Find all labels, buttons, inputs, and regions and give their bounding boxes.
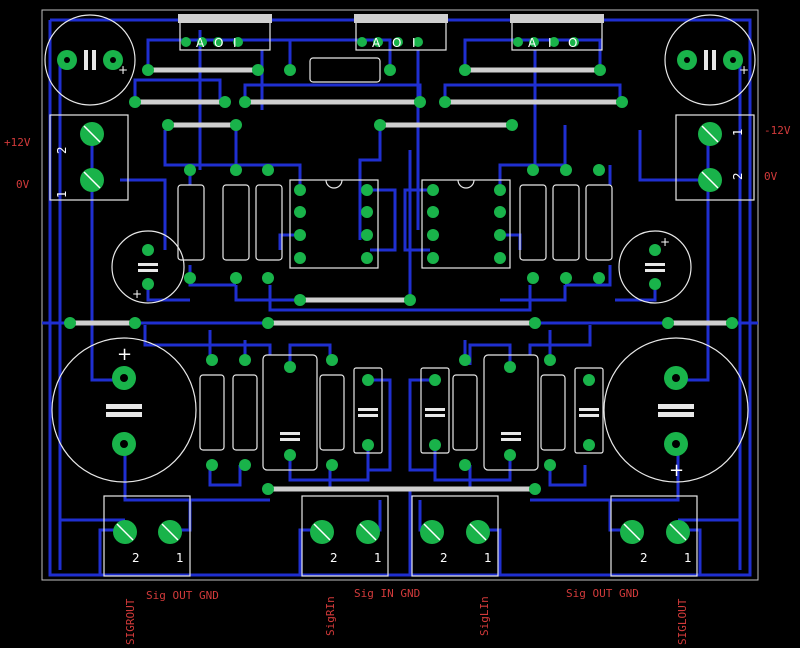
label-sig-out-gnd-right: Sig OUT GND — [566, 587, 639, 600]
cap-mr-plus: + — [660, 235, 670, 249]
label-sigrout: SIGROUT — [124, 598, 137, 645]
label-sig-out-gnd-left: Sig OUT GND — [146, 589, 219, 602]
reg3-pin-a: A — [528, 36, 537, 50]
cap-ml-plus: + — [132, 287, 142, 301]
silkscreen — [44, 14, 756, 577]
term-lout-1: 1 — [684, 551, 692, 565]
label-0v-right: 0V — [764, 170, 778, 183]
term-rin-1: 1 — [374, 551, 382, 565]
term-rout-1: 1 — [176, 551, 184, 565]
term-rout-2: 2 — [132, 551, 140, 565]
reg2-pin-i: I — [412, 36, 416, 50]
label-sigrin: SigRIn — [324, 596, 337, 636]
cap-tl-plus: + — [118, 63, 128, 77]
cap-bl-plus: + — [117, 344, 132, 365]
net-labels: +12V 0V -12V 0V Sig OUT GND Sig IN GND S… — [4, 124, 791, 645]
reg1-pin-a: A — [196, 36, 205, 50]
pwr-right-1: 1 — [731, 128, 745, 136]
reg1-pin-o: O — [214, 36, 223, 50]
reg1-pin-i: I — [233, 36, 237, 50]
reg2-pin-a: A — [372, 36, 381, 50]
regulator-tabs — [178, 14, 604, 23]
term-lin-1: 1 — [484, 551, 492, 565]
pads — [57, 37, 743, 544]
label-minus12v: -12V — [764, 124, 791, 137]
reg3-pin-i: I — [548, 36, 552, 50]
label-plus12v: +12V — [4, 136, 31, 149]
wire-jumpers — [67, 67, 735, 492]
label-sig-in-gnd: Sig IN GND — [354, 587, 420, 600]
term-rin-2: 2 — [330, 551, 338, 565]
label-0v-left: 0V — [16, 178, 30, 191]
reg2-pin-o: O — [392, 36, 401, 50]
cap-br-plus: + — [669, 460, 684, 481]
pwr-left-1: 1 — [55, 190, 69, 198]
reg3-pin-o: O — [568, 36, 577, 50]
cap-tr-plus: + — [739, 63, 749, 77]
term-lout-2: 2 — [640, 551, 648, 565]
term-lin-2: 2 — [440, 551, 448, 565]
pwr-right-2: 2 — [731, 172, 745, 180]
capacitor-symbols — [84, 50, 716, 441]
label-siglout: SIGLOUT — [676, 598, 689, 645]
pwr-left-2: 2 — [55, 146, 69, 154]
label-siglin: SigLIn — [478, 596, 491, 636]
pin-markings: A O I A O I A I O + + + + + + 2 1 1 2 2 … — [55, 36, 749, 565]
board-outline — [41, 9, 759, 581]
